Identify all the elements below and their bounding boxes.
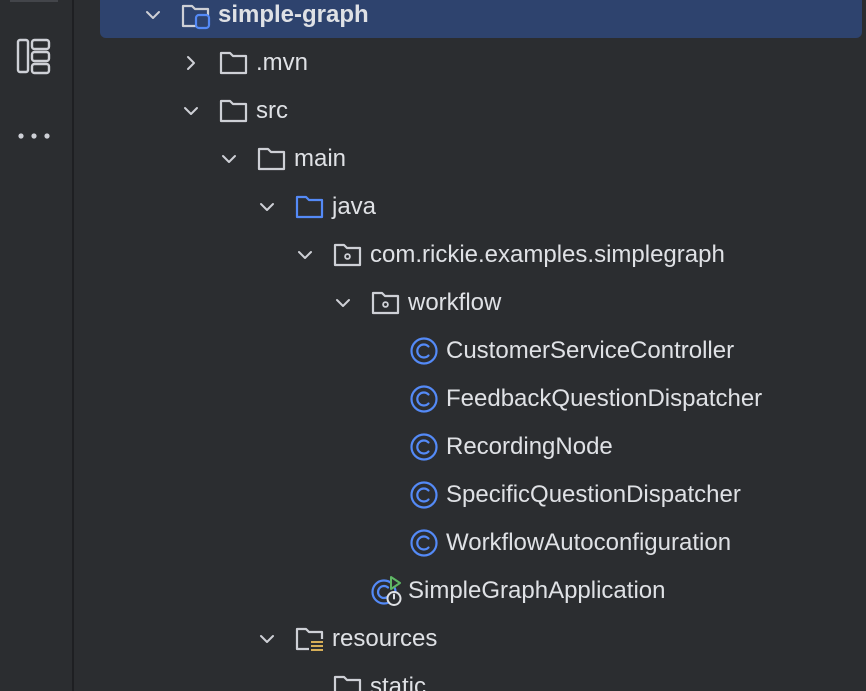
- tree-node-label: SpecificQuestionDispatcher: [446, 481, 741, 508]
- chevron-down-icon[interactable]: [258, 198, 276, 216]
- tree-node-mvn[interactable]: .mvn: [76, 42, 866, 86]
- structure-button[interactable]: [12, 34, 56, 78]
- tree-node-label: workflow: [408, 289, 502, 316]
- structure-icon: [16, 38, 51, 75]
- class-icon: [410, 481, 438, 509]
- chevron-right-icon[interactable]: [182, 54, 200, 72]
- chevron-down-icon[interactable]: [182, 102, 200, 120]
- module-folder-icon: [181, 4, 211, 30]
- tree-node-label: .mvn: [256, 49, 309, 76]
- tree-node-static[interactable]: static: [76, 666, 866, 691]
- strip-divider: [10, 0, 58, 2]
- tree-node-label: static: [370, 673, 427, 691]
- chevron-down-icon[interactable]: [144, 6, 162, 24]
- more-tool-windows-button[interactable]: [12, 114, 56, 158]
- package-icon: [371, 291, 400, 315]
- tree-node-main[interactable]: main: [76, 138, 866, 182]
- tree-node-label: FeedbackQuestionDispatcher: [446, 385, 763, 412]
- tree-node-label: WorkflowAutoconfiguration: [446, 529, 732, 556]
- tree-node-simple-graph[interactable]: simple-graph: [76, 0, 866, 44]
- tree-node-class[interactable]: CustomerServiceController: [76, 330, 866, 374]
- chevron-down-icon[interactable]: [220, 150, 238, 168]
- tree-node-java[interactable]: java: [76, 186, 866, 230]
- more-icon: [18, 133, 50, 139]
- folder-icon: [333, 675, 362, 691]
- spring-boot-class-icon: [371, 576, 402, 606]
- folder-icon: [219, 51, 248, 75]
- tree-node-class[interactable]: WorkflowAutoconfiguration: [76, 522, 866, 566]
- tree-node-src[interactable]: src: [76, 90, 866, 134]
- class-icon: [410, 337, 438, 365]
- tree-node-label: CustomerServiceController: [446, 337, 735, 364]
- tree-node-workflow[interactable]: workflow: [76, 282, 866, 326]
- tree-node-label: simple-graph: [218, 1, 369, 28]
- tree-node-label: resources: [332, 625, 438, 652]
- class-icon: [410, 385, 438, 413]
- folder-icon: [257, 147, 286, 171]
- source-folder-icon: [295, 195, 324, 219]
- folder-icon: [219, 99, 248, 123]
- project-tree: simple-graph .mvn src main: [76, 0, 866, 691]
- tool-window-strip: [0, 0, 74, 691]
- tree-node-label: main: [294, 145, 347, 172]
- chevron-down-icon[interactable]: [334, 294, 352, 312]
- tree-node-application-class[interactable]: SimpleGraphApplication: [76, 570, 866, 614]
- selection-highlight: [100, 0, 862, 38]
- tree-node-class[interactable]: FeedbackQuestionDispatcher: [76, 378, 866, 422]
- tree-node-label: SimpleGraphApplication: [408, 577, 666, 604]
- tree-node-label: RecordingNode: [446, 433, 613, 460]
- chevron-down-icon[interactable]: [296, 246, 314, 264]
- tree-node-resources[interactable]: resources: [76, 618, 866, 662]
- tree-node-class[interactable]: SpecificQuestionDispatcher: [76, 474, 866, 518]
- tree-node-label: java: [332, 193, 377, 220]
- tree-node-label: src: [256, 97, 288, 124]
- tree-node-class[interactable]: RecordingNode: [76, 426, 866, 470]
- tree-node-label: com.rickie.examples.simplegraph: [370, 241, 725, 268]
- class-icon: [410, 433, 438, 461]
- chevron-down-icon[interactable]: [258, 630, 276, 648]
- package-icon: [333, 243, 362, 267]
- tree-node-package-simplegraph[interactable]: com.rickie.examples.simplegraph: [76, 234, 866, 278]
- resources-folder-icon: [295, 627, 324, 652]
- class-icon: [410, 529, 438, 557]
